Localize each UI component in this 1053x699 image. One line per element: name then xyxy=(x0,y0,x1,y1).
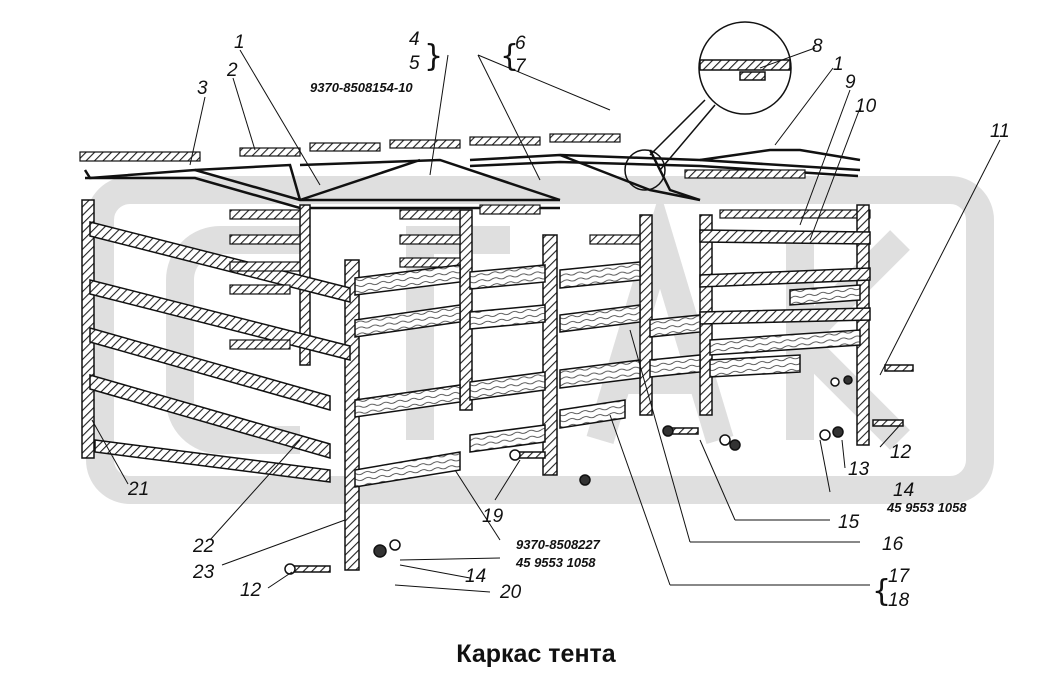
callout-1: 1 xyxy=(234,32,245,53)
callout-21: 21 xyxy=(127,479,149,500)
part-number-bolt-right: 45 9553 1058 xyxy=(886,500,967,515)
callout-12-right: 12 xyxy=(890,442,912,463)
diagram-caption: Каркас тента xyxy=(456,640,616,668)
callout-9: 9 xyxy=(845,72,856,93)
part-number-bolt-lower: 45 9553 1058 xyxy=(515,555,596,570)
callout-22: 22 xyxy=(192,536,215,557)
fasteners xyxy=(284,364,914,575)
callout-7: 7 xyxy=(515,56,527,77)
top-rails xyxy=(79,133,871,219)
leader-lines xyxy=(91,47,1001,593)
callout-3: 3 xyxy=(197,78,208,99)
callout-13: 13 xyxy=(848,459,870,480)
rear-boards xyxy=(229,204,641,350)
callout-numbers: 1 2 3 4 5 } { 6 7 8 1 9 10 11 12 13 14 1… xyxy=(127,29,1010,611)
callout-14-lower: 14 xyxy=(465,566,486,587)
callout-23: 23 xyxy=(192,562,215,583)
callout-2: 2 xyxy=(226,60,238,81)
callout-10: 10 xyxy=(855,96,877,117)
front-wood-slats xyxy=(354,261,861,488)
brace-17-18: { xyxy=(872,574,891,609)
callout-11: 11 xyxy=(990,121,1010,142)
callout-20: 20 xyxy=(499,582,522,603)
callout-19: 19 xyxy=(482,506,504,527)
callout-14-right: 14 xyxy=(893,480,914,501)
brace-6-7: { xyxy=(500,39,519,74)
brace-4-5: } xyxy=(424,39,443,74)
callout-15: 15 xyxy=(838,512,860,533)
right-side-boards xyxy=(699,229,871,325)
part-number-top-bow: 9370-8508154-10 xyxy=(310,80,413,95)
callout-8: 8 xyxy=(812,36,823,57)
callout-1-right: 1 xyxy=(833,54,844,75)
callout-4: 4 xyxy=(409,29,420,50)
callout-16: 16 xyxy=(882,534,904,555)
top-bows-left xyxy=(83,158,561,210)
callout-17: 17 xyxy=(888,566,911,587)
part-number-slat: 9370-8508227 xyxy=(516,537,601,552)
detail-circle xyxy=(624,21,792,191)
callout-5: 5 xyxy=(409,53,420,74)
callout-12-lower: 12 xyxy=(240,580,262,601)
callout-18: 18 xyxy=(888,590,910,611)
part-numbers: 9370-8508154-10 9370-8508227 45 9553 105… xyxy=(310,80,967,570)
callout-6: 6 xyxy=(515,33,526,54)
